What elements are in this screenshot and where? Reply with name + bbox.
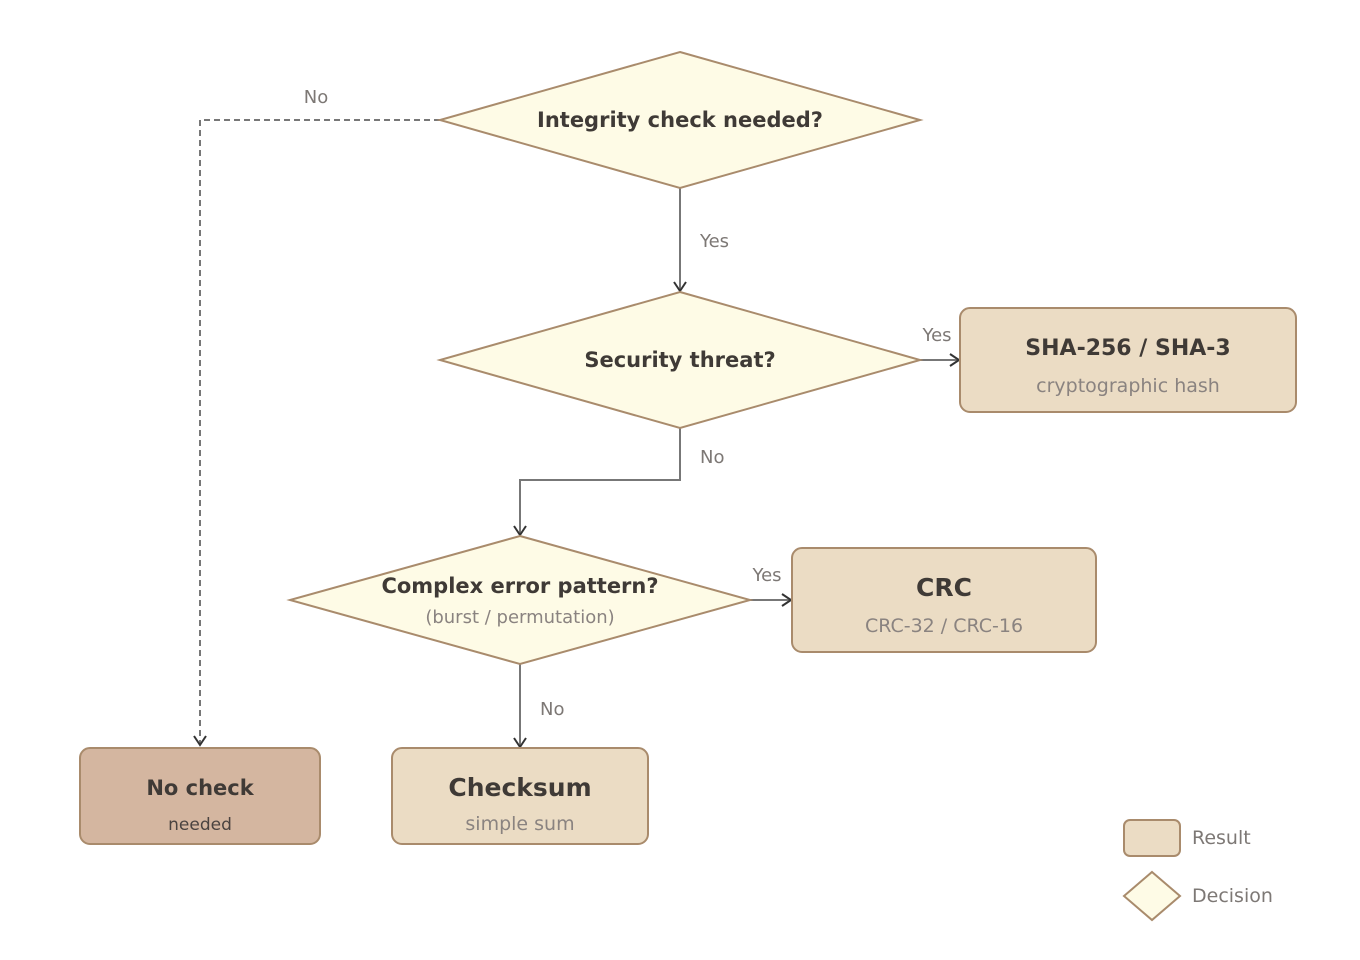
legend-result-label: Result — [1192, 827, 1251, 849]
legend-decision-label: Decision — [1192, 885, 1273, 907]
decision-integrity-shape — [436, 50, 924, 190]
legend-result-swatch — [1123, 819, 1181, 857]
result-checksum-title: Checksum — [448, 773, 591, 802]
result-sha-subtitle: cryptographic hash — [1036, 375, 1220, 397]
result-checksum-shape — [391, 747, 649, 845]
edge-integrity-no — [199, 119, 440, 744]
result-nocheck: No check needed — [79, 747, 321, 845]
decision-complex: Complex error pattern? (burst / permutat… — [286, 534, 754, 666]
result-sha-title: SHA-256 / SHA-3 — [1025, 336, 1230, 361]
edge-label-complex-yes: Yes — [751, 565, 781, 586]
legend: Result Decision — [1122, 819, 1273, 922]
result-crc: CRC CRC-32 / CRC-16 — [791, 547, 1097, 653]
edge-label-integrity-no: No — [304, 87, 328, 108]
decision-security-title: Security threat? — [584, 348, 775, 372]
result-nocheck-shape — [79, 747, 321, 845]
edge-label-integrity-yes: Yes — [699, 231, 729, 252]
decision-complex-subtitle: (burst / permutation) — [425, 607, 614, 628]
decision-security: Security threat? — [436, 290, 924, 430]
result-sha: SHA-256 / SHA-3 cryptographic hash — [959, 307, 1297, 413]
edges — [193, 119, 961, 749]
edge-security-no — [519, 428, 681, 534]
edge-label-security-yes: Yes — [921, 325, 951, 346]
decision-complex-shape — [286, 534, 754, 666]
decision-integrity-title: Integrity check needed? — [537, 108, 823, 132]
edge-label-security-no: No — [700, 447, 724, 468]
edge-label-complex-no: No — [540, 699, 564, 720]
result-crc-title: CRC — [916, 573, 972, 602]
decision-integrity: Integrity check needed? — [436, 50, 924, 190]
decision-complex-title: Complex error pattern? — [381, 574, 658, 598]
result-crc-subtitle: CRC-32 / CRC-16 — [865, 615, 1023, 637]
result-checksum-subtitle: simple sum — [465, 813, 574, 835]
legend-decision-swatch — [1122, 870, 1182, 922]
result-nocheck-subtitle: needed — [168, 815, 232, 835]
result-sha-shape — [959, 307, 1297, 413]
arrowhead-nocheck — [193, 735, 207, 747]
result-nocheck-title: No check — [146, 776, 254, 800]
result-crc-shape — [791, 547, 1097, 653]
decision-security-shape — [436, 290, 924, 430]
result-checksum: Checksum simple sum — [391, 747, 649, 845]
